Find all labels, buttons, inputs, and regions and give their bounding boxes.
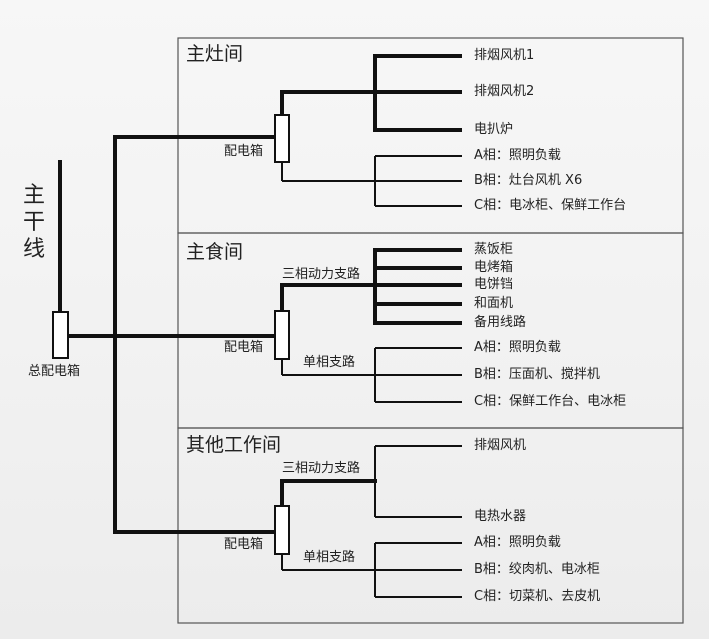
three-phase-branch-lines <box>375 54 462 325</box>
load-item: 电烤箱 <box>474 260 514 275</box>
box-label-staple: 配电箱 <box>224 340 264 355</box>
section-title-staple: 主食间 <box>186 241 244 263</box>
load-item: 和面机 <box>474 296 514 311</box>
load-item: 电扒炉 <box>474 122 514 137</box>
single-phase-branch-lines <box>281 155 462 598</box>
branch-label-single-phase: 单相支路 <box>303 355 356 370</box>
section-title-kitchen: 主灶间 <box>186 43 244 65</box>
section-frame-other <box>177 427 684 624</box>
load-item: A相：照明负载 <box>474 148 561 163</box>
load-item: B相：灶台风机 X6 <box>474 173 583 188</box>
main-box-label: 总配电箱 <box>28 364 81 379</box>
main-feeder-lines <box>58 54 377 534</box>
branch-label-three-phase: 三相动力支路 <box>282 461 361 476</box>
load-item: 排烟风机2 <box>474 84 535 99</box>
load-item: A相：照明负载 <box>474 340 561 355</box>
distribution-box-staple <box>274 310 290 360</box>
load-item: C相：电冰柜、保鲜工作台 <box>474 198 627 213</box>
load-item: A相：照明负载 <box>474 535 561 550</box>
distribution-box-kitchen <box>274 114 290 163</box>
load-item: 电热水器 <box>474 509 527 524</box>
load-item: C相：切菜机、去皮机 <box>474 589 601 604</box>
load-item: 蒸饭柜 <box>474 242 514 257</box>
load-item: 排烟风机 <box>474 438 527 453</box>
distribution-box-other <box>274 505 290 555</box>
box-label-other: 配电箱 <box>224 537 264 552</box>
load-item: 排烟风机1 <box>474 48 535 63</box>
branch-label-single-phase: 单相支路 <box>303 550 356 565</box>
load-item: C相：保鲜工作台、电冰柜 <box>474 394 627 409</box>
load-item: B相：压面机、搅拌机 <box>474 367 600 382</box>
branch-label-three-phase: 三相动力支路 <box>282 267 361 282</box>
load-item: 备用线路 <box>474 315 527 330</box>
load-item: 电饼铛 <box>474 277 514 292</box>
box-label-kitchen: 配电箱 <box>224 144 264 159</box>
trunk-line-label: 主干线 <box>22 183 45 262</box>
section-title-other: 其他工作间 <box>186 434 282 456</box>
load-item: B相：绞肉机、电冰柜 <box>474 562 600 577</box>
main-distribution-box <box>52 311 69 359</box>
